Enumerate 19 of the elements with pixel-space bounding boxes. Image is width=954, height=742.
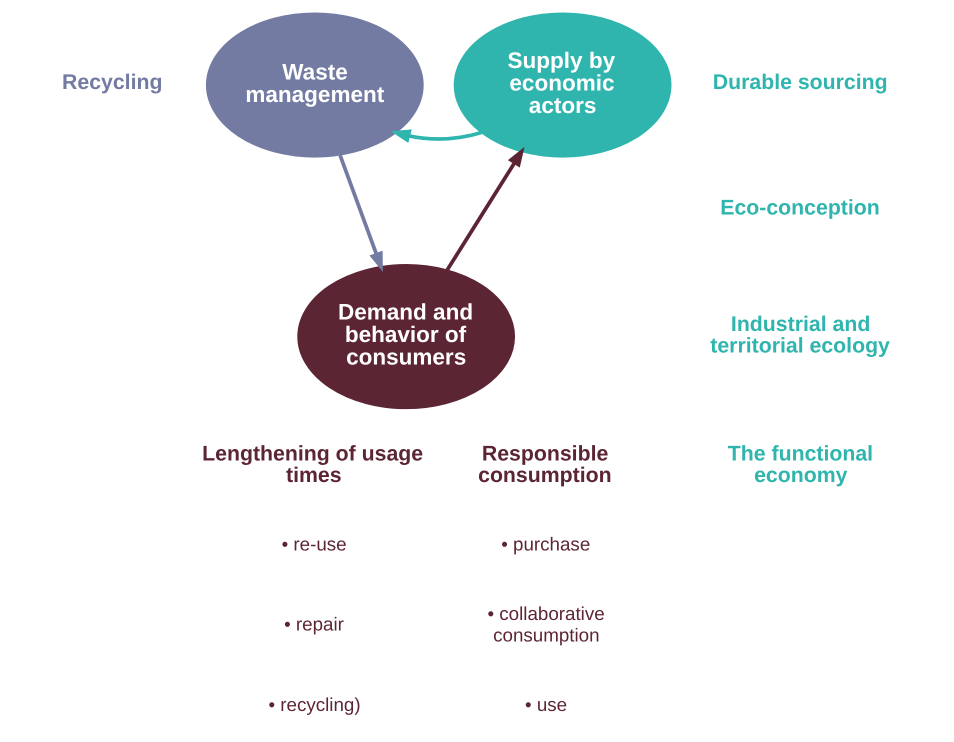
label: • collaborative consumption [487,603,604,646]
label: Eco-conception [720,196,880,220]
label: Responsible consumption [478,442,612,487]
label: Industrial and territorial ecology [710,312,890,358]
label: Lengthening of usage times [202,442,423,487]
node-ellipse: Demand and behavior of consumers [296,264,515,410]
node-ellipse: Waste management [205,12,424,158]
label: • use [524,694,567,715]
arrow [445,146,524,271]
label: Recycling [62,70,162,94]
label: • purchase [500,534,590,555]
label: Durable sourcing [712,70,888,94]
label: The functional economy [727,442,873,487]
arrow [390,129,482,144]
node-ellipse: Supply by economic actors [453,12,671,158]
arrow [338,154,382,272]
label: • repair [284,614,344,635]
label: • re-use [281,534,346,555]
label: • recycling) [268,694,360,715]
